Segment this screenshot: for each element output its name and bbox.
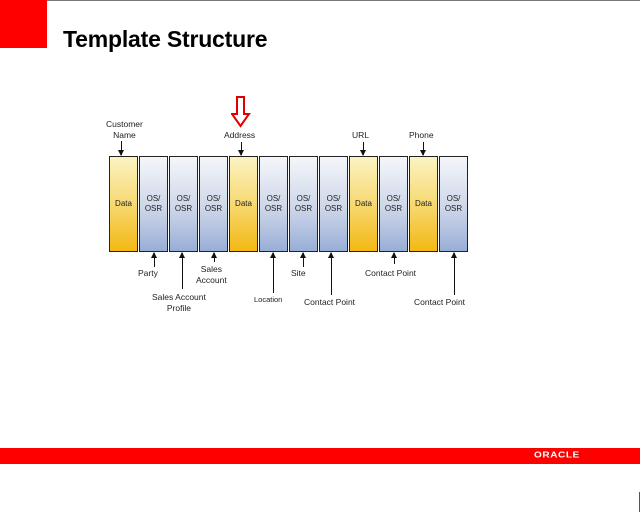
label-contact-point-1: Contact Point — [304, 297, 356, 307]
page-title: Template Structure — [63, 26, 268, 52]
cell-os-sales-account: OS/OSR — [199, 156, 228, 252]
arrow-up-icon — [151, 252, 157, 267]
cell-data-url: Data — [349, 156, 378, 252]
label-site: Site — [291, 268, 306, 278]
label-location: Location — [254, 295, 283, 304]
label-phone: Phone — [409, 130, 434, 140]
cell-label: OS/OSR — [384, 194, 403, 213]
cell-data-customer-name: Data — [109, 156, 138, 252]
cell-os-site: OS/OSR — [289, 156, 318, 252]
label-url: URL — [352, 130, 370, 140]
red-down-arrow-icon — [231, 96, 251, 128]
cell-os-party: OS/OSR — [139, 156, 168, 252]
arrow-up-icon — [211, 252, 217, 262]
cell-label: OS/OSR — [204, 194, 223, 213]
label-address: Address — [224, 130, 256, 140]
top-border-line — [0, 0, 640, 1]
cell-label: OS/OSR — [294, 194, 313, 213]
cell-label: Data — [355, 199, 372, 208]
cell-label: OS/OSR — [174, 194, 193, 213]
arrow-down-icon — [360, 142, 366, 156]
cell-label: OS/OSR — [264, 194, 283, 213]
arrow-up-icon — [179, 252, 185, 289]
arrow-down-icon — [238, 142, 244, 156]
label-contact-point-2: Contact Point — [365, 268, 417, 278]
cell-label: OS/OSR — [324, 194, 343, 213]
cell-label: Data — [415, 199, 432, 208]
label-party: Party — [138, 268, 158, 278]
cell-os-location: OS/OSR — [259, 156, 288, 252]
cell-data-phone: Data — [409, 156, 438, 252]
arrow-down-icon — [118, 141, 124, 156]
arrow-up-icon — [451, 252, 457, 295]
oracle-logo: ORACLE — [534, 450, 580, 461]
cell-os-contact-point-3: OS/OSR — [439, 156, 468, 252]
template-structure-diagram: Data OS/OSR OS/OSR OS/OSR Data OS/OSR OS… — [106, 96, 468, 313]
label-contact-point-3: Contact Point — [414, 297, 466, 307]
cell-os-contact-point-2: OS/OSR — [379, 156, 408, 252]
red-corner-block — [0, 0, 47, 48]
cell-data-address: Data — [229, 156, 258, 252]
cell-os-sales-account-profile: OS/OSR — [169, 156, 198, 252]
cell-label: Data — [115, 199, 132, 208]
arrow-down-icon — [420, 142, 426, 156]
cell-label: OS/OSR — [144, 194, 163, 213]
arrow-up-icon — [328, 252, 334, 295]
cell-os-contact-point: OS/OSR — [319, 156, 348, 252]
footer-red-band — [0, 448, 640, 464]
arrow-up-icon — [391, 252, 397, 264]
arrow-up-icon — [300, 252, 306, 267]
arrow-up-icon — [270, 252, 276, 293]
cell-label: Data — [235, 199, 252, 208]
cell-label: OS/OSR — [444, 194, 463, 213]
